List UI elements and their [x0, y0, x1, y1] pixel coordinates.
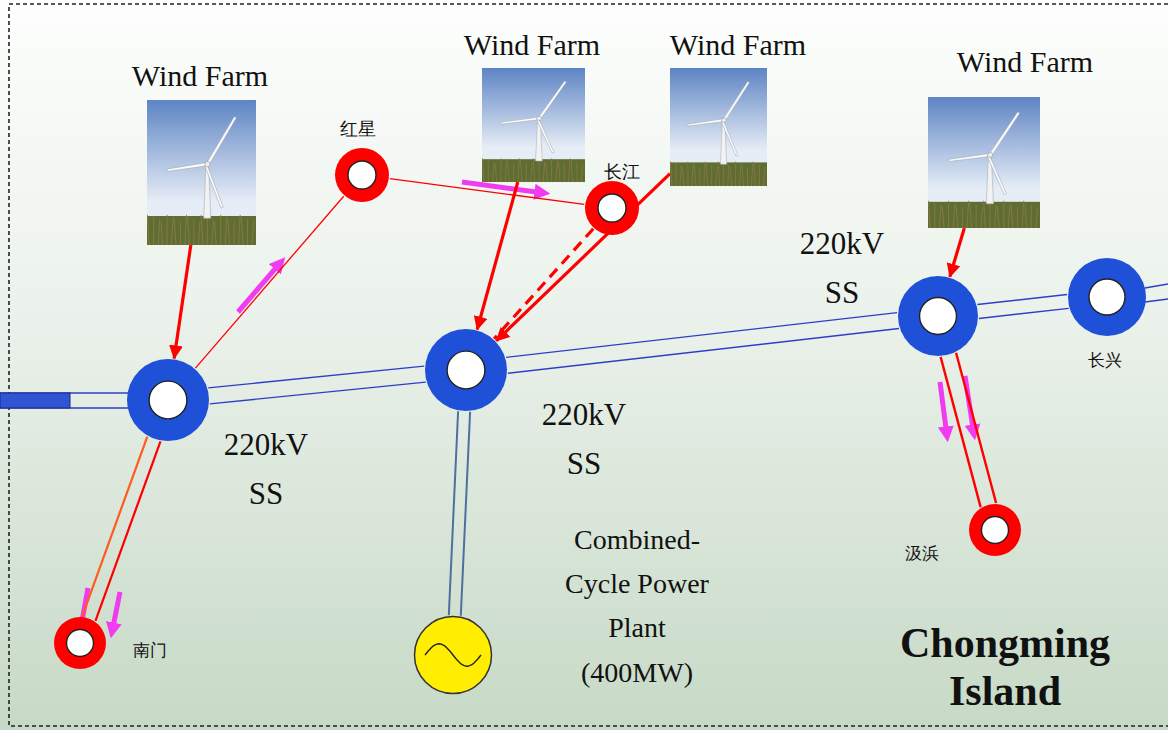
- station-name: 长兴: [1088, 350, 1122, 370]
- transmission-line: [208, 366, 424, 388]
- ring-symbol: [584, 180, 640, 236]
- power-feed-arrow: [496, 174, 670, 341]
- substation-220kv: 长兴: [1067, 257, 1147, 337]
- substation-circle: 汲浜: [968, 503, 1022, 557]
- transmission-line: [210, 382, 426, 404]
- ring-symbol: [968, 503, 1022, 557]
- wind-farm-heading: Wind Farm: [670, 27, 806, 63]
- station-name: 汲浜: [905, 543, 939, 563]
- island-boundary: [9, 4, 1168, 726]
- generator-symbol: [413, 615, 493, 695]
- transmission-line: [508, 329, 899, 374]
- ring-symbol: [53, 616, 107, 670]
- power-feed-arrow: [477, 182, 518, 330]
- substation-circle: 红星: [334, 147, 390, 203]
- wind-turbine-picture: [928, 97, 1040, 228]
- substation-220kv: 220kV SS: [897, 275, 979, 357]
- power-plant-symbol: Combined-Cycle Power Plant (400MW): [413, 615, 493, 695]
- ring-symbol: [1067, 257, 1147, 337]
- ring-symbol: [334, 147, 390, 203]
- station-name: 红星: [340, 118, 376, 140]
- wind-farm-heading: Wind Farm: [132, 58, 268, 94]
- transmission-line: [977, 294, 1067, 304]
- wind-farm-image: Wind Farm: [482, 68, 585, 182]
- ring-symbol: [424, 328, 508, 412]
- wind-farm-heading: Wind Farm: [464, 27, 600, 63]
- transmission-line: [390, 179, 584, 205]
- wind-turbine-picture: [670, 68, 767, 186]
- station-name: 220kV SS: [529, 391, 639, 489]
- power-feed-arrow: [174, 245, 191, 358]
- substation-220kv: 220kV SS: [424, 328, 508, 412]
- wind-farm-image: Wind Farm: [928, 97, 1040, 228]
- transmission-line: [449, 411, 458, 615]
- substation-220kv: 220kV SS: [126, 358, 210, 442]
- region-label: Chongming Island: [880, 619, 1130, 716]
- substation-circle: 长江: [584, 180, 640, 236]
- power-feed-arrow: [950, 228, 965, 277]
- transmission-line: [941, 357, 981, 507]
- transmission-line: [956, 353, 996, 503]
- ring-symbol: [897, 275, 979, 357]
- substation-circle: 南门: [53, 616, 107, 670]
- station-name: 220kV SS: [787, 220, 897, 318]
- wind-turbine-picture: [147, 100, 256, 245]
- transmission-line: [461, 412, 470, 616]
- transmission-line: [494, 229, 593, 339]
- station-name: 南门: [133, 640, 167, 660]
- ring-symbol: [126, 358, 210, 442]
- plant-label: Combined-Cycle Power Plant (400MW): [555, 518, 720, 695]
- flow-arrows: [80, 182, 974, 632]
- wind-farm-image: Wind Farm: [147, 100, 256, 245]
- transmission-line: [979, 308, 1069, 318]
- wind-farm-image: Wind Farm: [670, 68, 767, 186]
- station-name: 220kV SS: [211, 421, 321, 519]
- transmission-line: [95, 441, 160, 621]
- wind-farm-heading: Wind Farm: [957, 44, 1093, 80]
- wind-turbine-picture: [482, 68, 585, 182]
- transmission-line: [82, 437, 147, 617]
- station-name: 长江: [604, 161, 640, 183]
